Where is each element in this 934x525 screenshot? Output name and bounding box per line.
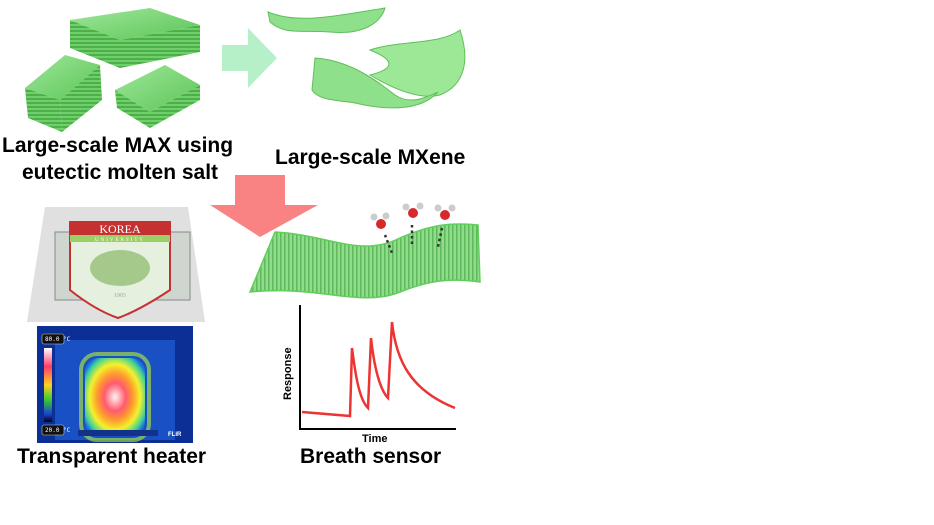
min-temp: 20.0 °C: [45, 427, 71, 434]
mxene-flake: [311, 57, 439, 109]
logo-text: KOREA: [99, 222, 141, 236]
max-stack-left: [25, 55, 102, 132]
mxene-label: Large-scale MXene: [275, 146, 465, 169]
heater-label: Transparent heater: [17, 445, 206, 468]
max-stack-right: [115, 65, 200, 128]
water-molecule-icon: [402, 202, 424, 245]
max-temp: 80.0 °C: [45, 336, 71, 343]
max-label-line1: Large-scale MAX using: [2, 134, 233, 157]
arrow-down-icon: [210, 175, 318, 237]
logo-subtext: UNIVERSITY: [95, 238, 145, 243]
water-molecule-icon: [370, 212, 394, 254]
graph-xlabel: Time: [362, 433, 387, 445]
max-label-line2: eutectic molten salt: [22, 161, 218, 184]
arrow-right-icon: [222, 28, 277, 88]
response-trace: [301, 321, 456, 418]
sensor-label: Breath sensor: [300, 445, 441, 468]
transparent-heater-image: KOREA UNIVERSITY 1905: [27, 207, 205, 322]
mxene-sheet: [248, 223, 481, 299]
max-stack-top: [70, 8, 200, 68]
thermal-image: 80.0 °C 20.0 °C FLIR: [37, 326, 193, 443]
water-molecule-icon: [434, 204, 456, 248]
graph-axes: [299, 305, 456, 430]
mxene-flake: [267, 7, 386, 34]
flir-logo: FLIR: [168, 432, 182, 438]
response-graph: Response Time: [282, 305, 456, 445]
mxene-flake: [368, 29, 466, 97]
logo-year: 1905: [114, 293, 126, 299]
graph-ylabel: Response: [282, 347, 294, 400]
